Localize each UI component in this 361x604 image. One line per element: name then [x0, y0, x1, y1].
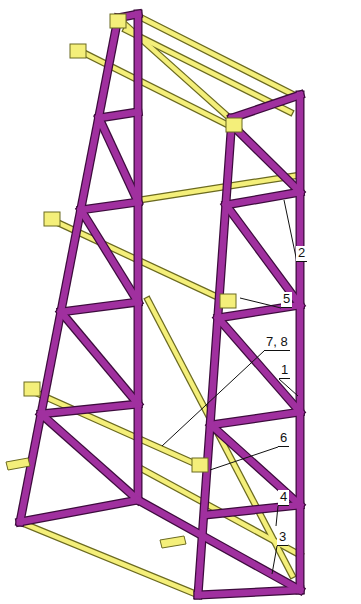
- callout-number: 2: [296, 246, 307, 262]
- bracket: [6, 14, 242, 548]
- leader-line: [162, 200, 298, 574]
- callout-number: 6: [278, 431, 289, 447]
- callout-number: 5: [281, 292, 292, 308]
- callout-number: 4: [278, 490, 289, 506]
- callout-number: 3: [277, 530, 288, 546]
- callout-number: 7, 8: [264, 335, 290, 351]
- callout-number: 1: [279, 363, 290, 379]
